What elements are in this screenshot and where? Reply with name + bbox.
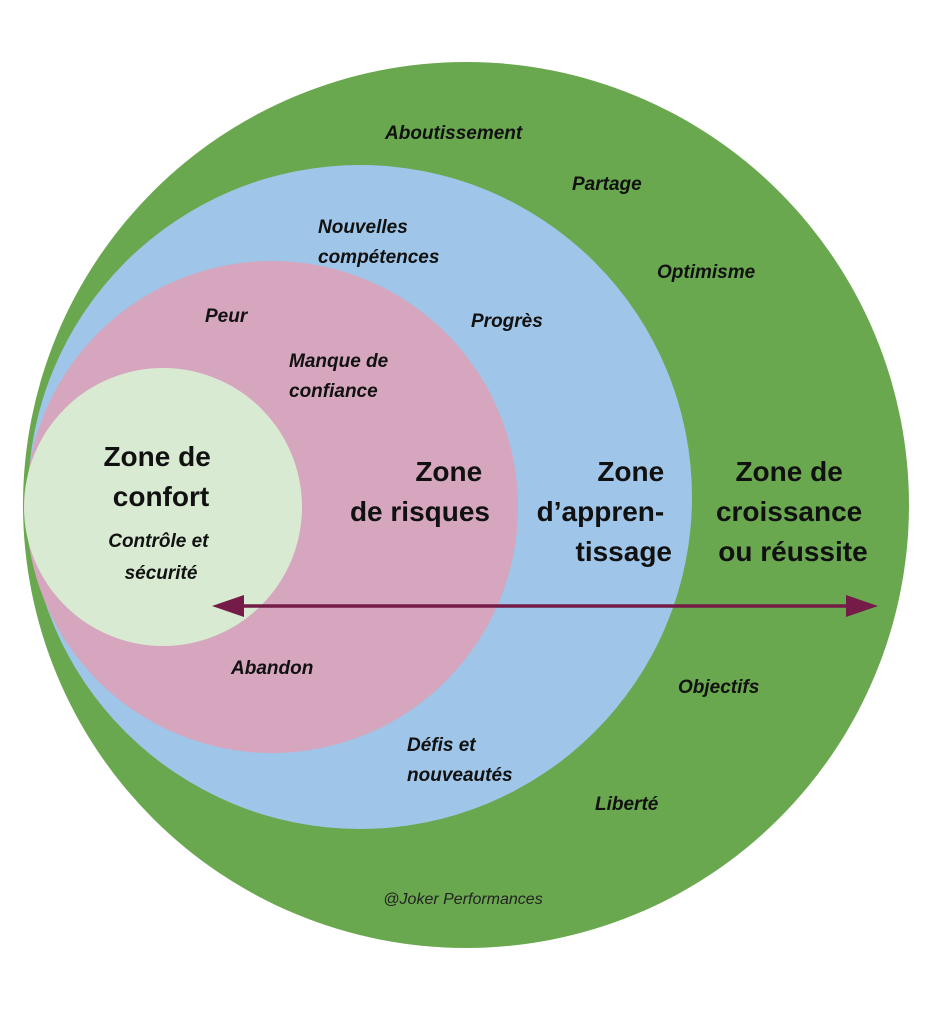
learning-zone-title: Zone d’appren- tissage <box>537 456 672 567</box>
growth-word-goals: Objectifs <box>678 677 759 698</box>
growth-word-optimism: Optimisme <box>657 262 756 283</box>
risk-zone-title: Zone de risques <box>350 456 490 527</box>
comfort-zone-words: Contrôle et sécurité <box>108 531 214 584</box>
comfort-zone-circle <box>24 368 302 646</box>
double-headed-arrow-icon <box>212 595 878 617</box>
growth-zone-title: Zone de croissance ou réussite <box>716 456 870 567</box>
arrow-head-right <box>846 595 878 617</box>
growth-word-achievement: Aboutissement <box>384 123 523 144</box>
growth-word-freedom: Liberté <box>595 794 659 815</box>
risk-word-fear: Peur <box>205 306 249 327</box>
risk-word-lack-of-confidence: Manque de confiance <box>289 351 394 402</box>
growth-word-sharing: Partage <box>572 174 642 195</box>
credit-text: @Joker Performances <box>383 891 542 908</box>
risk-word-abandon: Abandon <box>230 658 313 679</box>
comfort-zone-title: Zone de confort <box>103 441 218 512</box>
learning-word-progress: Progrès <box>471 311 543 332</box>
arrow-head-left <box>212 595 244 617</box>
learning-word-challenges: Défis et nouveautés <box>407 735 513 786</box>
learning-word-new-skills: Nouvelles compétences <box>318 217 439 268</box>
